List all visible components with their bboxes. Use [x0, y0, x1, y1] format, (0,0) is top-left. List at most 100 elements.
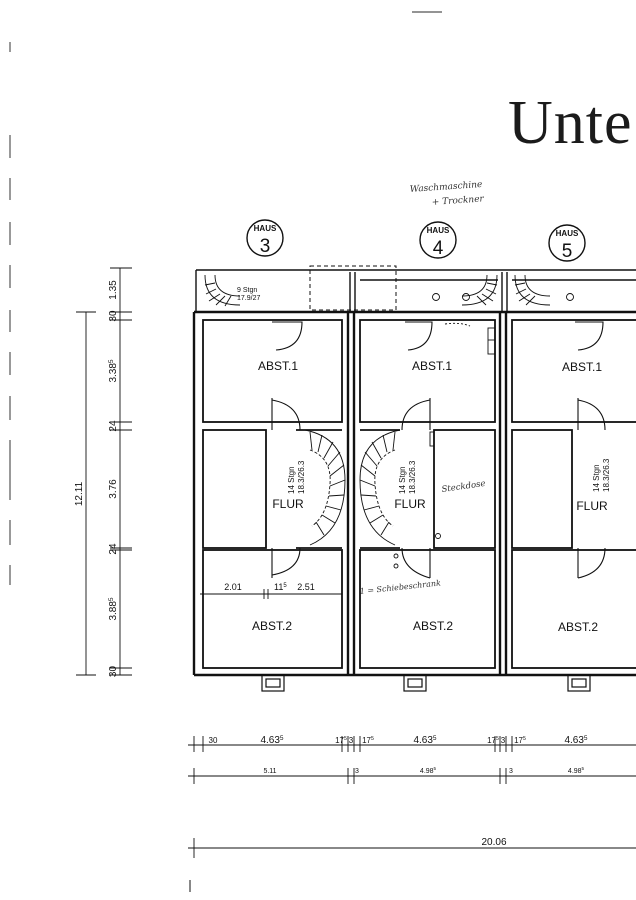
dim-value: 17: [487, 736, 496, 745]
dim-sup: 5: [582, 766, 585, 771]
main-stair-haus3: [304, 429, 346, 546]
dim-value: 3.38: [108, 363, 119, 383]
room-abst1-haus5: ABST.1: [562, 360, 602, 374]
stair-count-haus4: 14 Stgn: [398, 466, 407, 494]
light-well: [195, 265, 636, 312]
house-word: HAUS: [427, 226, 450, 235]
dim-sup: 5: [280, 735, 284, 742]
dim-row1-segment: 3: [501, 736, 506, 745]
main-stair-haus4: [359, 429, 401, 546]
upper-stair-haus3: [204, 274, 241, 307]
dim-row2-segment: 3: [509, 768, 513, 775]
dim-value: 4.63: [564, 735, 584, 746]
stair-count-haus3: 14 Stgn: [287, 466, 296, 494]
dim-value: 11: [274, 582, 283, 592]
dim-value: 3: [355, 768, 359, 775]
dim-vertical-segment: 30: [108, 310, 119, 322]
dim-inner-mid: 115: [274, 582, 287, 592]
dim-sup: 5: [371, 736, 374, 742]
dim-value: 24: [108, 543, 119, 555]
dim-value: 5.11: [263, 768, 276, 775]
dim-value: 30: [209, 736, 218, 745]
dim-value: 12.11: [74, 481, 85, 506]
dim-row1-segment: 3: [349, 736, 354, 745]
house-number: 5: [562, 241, 573, 262]
inner-walls: [202, 319, 636, 669]
dim-vertical-total: 12.11: [74, 481, 85, 506]
dim-vertical-segment: 24: [108, 420, 119, 432]
scan-marks: [9, 11, 442, 585]
dim-value: 4.63: [260, 735, 280, 746]
house-word: HAUS: [254, 224, 277, 233]
house-marker-3: HAUS 3: [246, 219, 284, 257]
house-marker-4: HAUS 4: [419, 221, 457, 259]
dim-row2-segment: 4.985: [568, 766, 585, 775]
dim-value: 4.63: [413, 735, 433, 746]
room-abst2-haus5: ABST.2: [558, 620, 598, 634]
house-word: HAUS: [556, 229, 579, 238]
dim-row1-segment: 30: [209, 736, 218, 745]
dim-sup: 5: [344, 736, 347, 742]
dim-row1-segment: 175: [335, 736, 347, 745]
room-abst1-haus4: ABST.1: [412, 359, 452, 373]
note-socket: Steckdose: [441, 479, 486, 495]
stair-ratio-haus4: 18.3/26.3: [408, 460, 417, 494]
dim-row1-segment: 175: [362, 736, 374, 745]
dim-inner-right: 2.51: [297, 582, 315, 592]
dim-row2-segment: 3: [355, 768, 359, 775]
note-laundry: Waschmaschine: [410, 180, 483, 195]
dim-value: 3: [501, 736, 506, 745]
dim-vertical-segment: 30: [108, 666, 119, 678]
dim-value: 17: [514, 736, 523, 745]
room-abst1-haus3: ABST.1: [258, 359, 298, 373]
page-title: Unte: [508, 89, 633, 157]
dim-value: 3: [509, 768, 513, 775]
dim-row1-segment: 175: [487, 736, 499, 745]
dim-sup: 5: [496, 736, 499, 742]
house-number: 4: [433, 238, 444, 259]
note-cabinet: 1 = Schiebeschrank: [359, 579, 441, 596]
dim-row1-segment: 4.635: [564, 735, 587, 746]
stair-count-haus5: 14 Stgn: [592, 464, 601, 492]
dim-row2-segment: 4.985: [420, 766, 437, 775]
room-abst2-haus3: ABST.2: [252, 619, 292, 633]
dim-value: 20.06: [481, 837, 506, 848]
upper-stair-ratio: 17.9/27: [237, 295, 260, 302]
dim-sup: 5: [434, 766, 437, 771]
dim-sup: 5: [584, 735, 588, 742]
dim-row1-segment: 4.635: [413, 735, 436, 746]
note-dryer: + Trockner: [432, 194, 485, 208]
dim-sup: 5: [283, 583, 287, 589]
dim-value: 3.76: [108, 479, 119, 499]
dim-sup: 5: [523, 736, 526, 742]
dim-row2-segment: 5.11: [263, 768, 276, 775]
dim-value: 4.98: [420, 768, 434, 775]
dim-value: 30: [108, 666, 119, 678]
dim-sup: 5: [108, 359, 115, 363]
stair-ratio-haus5: 18.3/26.3: [602, 458, 611, 492]
room-abst2-haus4: ABST.2: [413, 619, 453, 633]
room-flur-haus3: FLUR: [272, 497, 304, 511]
dim-value: 4.98: [568, 768, 582, 775]
dim-value: 3: [349, 736, 354, 745]
dim-sup: 5: [108, 597, 115, 601]
fixtures: [393, 322, 496, 569]
upper-stair-haus4: [432, 274, 498, 306]
dim-vertical-segment: 3.885: [108, 597, 119, 620]
dim-vertical-segment: 3.385: [108, 359, 119, 382]
upper-stair-count: 9 Stgn: [237, 287, 257, 294]
dim-vertical-segment: 1.35: [108, 280, 119, 300]
basement-windows: [261, 674, 591, 692]
dim-value: 17: [335, 736, 344, 745]
dim-value: 17: [362, 736, 371, 745]
upper-stair-haus5: [514, 274, 574, 306]
doors: [271, 321, 606, 579]
room-flur-haus5: FLUR: [576, 499, 608, 513]
house-marker-5: HAUS 5: [548, 224, 586, 262]
dim-value: 3.88: [108, 601, 119, 621]
dim-sup: 5: [433, 735, 437, 742]
dim-vertical-segment: 3.76: [108, 479, 119, 499]
